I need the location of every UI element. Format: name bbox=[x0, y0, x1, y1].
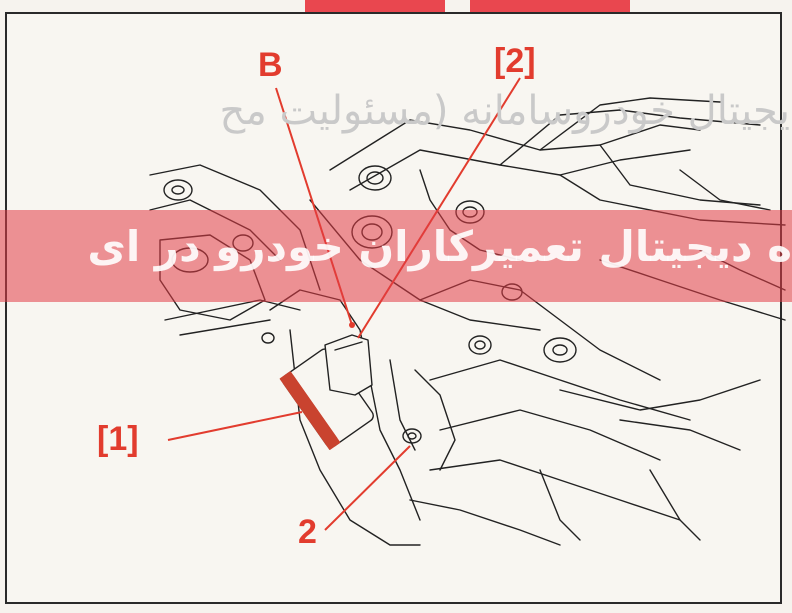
callout-bracket-2: [2] bbox=[494, 42, 536, 80]
diagram-frame bbox=[5, 12, 782, 604]
watermark-band bbox=[0, 210, 792, 302]
watermark-text-line2: ه دیجیتال تعمیرکاران خودرو در ای bbox=[87, 222, 792, 271]
watermark-top-bar-right bbox=[470, 0, 630, 14]
callout-b: B bbox=[258, 46, 283, 84]
callout-2: 2 bbox=[298, 513, 317, 551]
watermark-top-bar-left bbox=[305, 0, 445, 14]
callout-bracket-1: [1] bbox=[97, 420, 139, 458]
watermark-text-line1: یجیتال خودروسامانه (مسئولیت مح bbox=[219, 88, 790, 134]
point-b-marker bbox=[349, 322, 355, 328]
